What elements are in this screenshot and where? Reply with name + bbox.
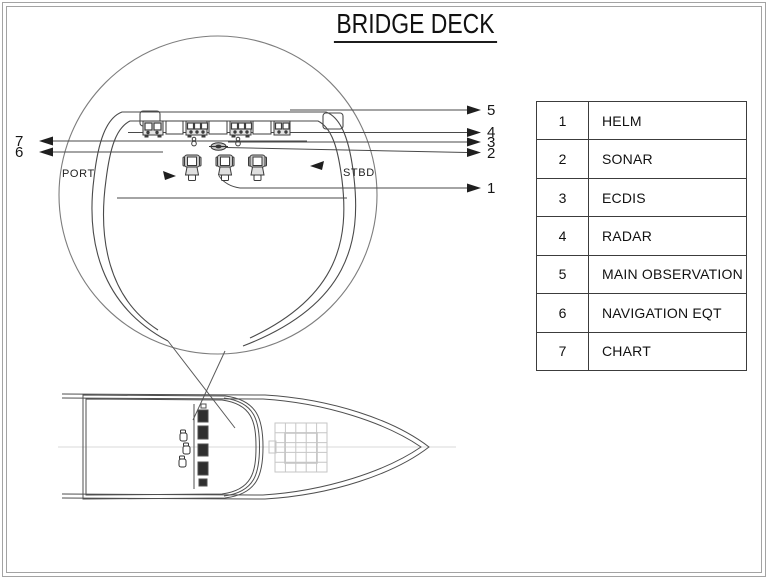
callout-number-7: 7	[15, 133, 24, 150]
chair-icon	[179, 429, 188, 442]
console-module-icon	[185, 120, 209, 138]
callout-number-6: 6	[15, 144, 24, 161]
foredeck-grid	[268, 422, 328, 473]
arrow-right-5	[467, 105, 481, 115]
ship-top-view	[58, 393, 456, 500]
arrow-right-4	[467, 128, 481, 137]
legend-row: 7 CHART	[537, 332, 746, 370]
legend-label: HELM	[602, 112, 642, 129]
console-screen	[252, 120, 272, 135]
console-module-icon	[142, 120, 164, 138]
page-title: BRIDGE DECK	[333, 8, 497, 43]
arrow-left-6	[39, 147, 53, 157]
console-screen	[165, 120, 184, 135]
console-dial-icon	[191, 136, 241, 147]
legend-label: ECDIS	[602, 189, 646, 206]
legend-row: 5 MAIN OBSERVATION	[537, 255, 746, 295]
port-label: PORT	[62, 168, 95, 180]
callout-number-1: 1	[487, 180, 496, 197]
magnifier-circle	[58, 35, 378, 355]
chair-icon	[182, 154, 202, 181]
door-swing-arrow-port	[163, 171, 176, 180]
arrow-right-1	[467, 183, 481, 193]
windshield-band	[223, 397, 261, 497]
arrow-left-7	[39, 136, 53, 146]
deckhouse-inner	[85, 398, 257, 496]
legend-label: MAIN OBSERVATION	[602, 266, 743, 283]
deckhouse-outer	[82, 394, 264, 500]
legend-label: NAVIGATION EQT	[602, 304, 722, 321]
door-swing-arrow-stbd	[310, 161, 324, 170]
bridge-chairs	[182, 154, 267, 181]
callout-number-4: 4	[487, 124, 496, 141]
hull-outer	[61, 393, 430, 500]
arrow-right-2	[467, 148, 481, 157]
console-equipment-row	[142, 120, 291, 147]
legend-number: 3	[537, 178, 589, 217]
legend-label: CHART	[602, 343, 651, 360]
legend-row: 4 RADAR	[537, 217, 746, 256]
chair-icon	[248, 154, 267, 181]
callout-number-5: 5	[487, 102, 496, 119]
helm-wheel-icon	[209, 142, 228, 151]
legend-label: SONAR	[602, 151, 653, 168]
console-screen	[208, 120, 228, 135]
legend-row: 3 ECDIS	[537, 178, 746, 218]
title-wrap: BRIDGE DECK	[62, 8, 768, 43]
legend-number: 6	[537, 294, 589, 332]
legend-row: 6 NAVIGATION EQT	[537, 294, 746, 333]
chair-icon	[215, 154, 235, 181]
legend-number: 2	[537, 140, 589, 178]
legend-row: 2 SONAR	[537, 140, 746, 179]
callout-leader-lines	[53, 109, 468, 189]
legend-number: 4	[537, 217, 589, 255]
console-module-icon	[273, 120, 291, 136]
magnifier-leader-lines	[167, 340, 236, 429]
ship-bridge-console	[193, 403, 209, 489]
legend-number: 7	[537, 332, 589, 370]
legend-row: 1 HELM	[537, 102, 746, 141]
ship-bridge-chairs	[178, 429, 191, 468]
stbd-label: STBD	[343, 167, 375, 179]
chair-icon	[182, 442, 191, 455]
hull-inner	[61, 397, 422, 496]
chair-icon	[178, 455, 187, 468]
legend-table: 1 HELM 2 SONAR 3 ECDIS 4 RADAR 5 MAIN OB…	[536, 101, 747, 371]
legend-number: 1	[537, 102, 589, 140]
callout-number-3: 3	[487, 134, 496, 151]
legend-label: RADAR	[602, 227, 653, 244]
arrow-right-3	[467, 137, 481, 147]
callout-arrowheads	[39, 105, 481, 193]
legend-number: 5	[537, 255, 589, 294]
callout-number-2: 2	[487, 145, 496, 162]
console-module-icon	[229, 120, 253, 138]
